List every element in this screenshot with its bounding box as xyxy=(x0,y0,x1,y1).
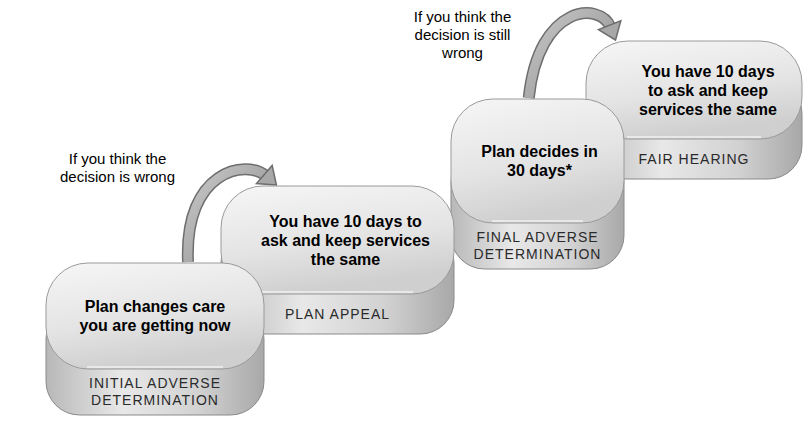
step-label: PLAN APPEAL xyxy=(242,306,433,323)
step-stone: Plan decides in 30 days* FINAL ADVERSE DE… xyxy=(450,98,625,270)
step-text: You have 10 days to ask and keep service… xyxy=(260,212,431,269)
stone-top xyxy=(221,186,454,294)
step-label: FINAL ADVERSE DETERMINATION xyxy=(472,229,603,263)
step-text: Plan changes care you are getting now xyxy=(71,297,239,335)
step-stone: Plan changes care you are getting nowINI… xyxy=(45,262,265,416)
step-text: Plan decides in 30 days* xyxy=(476,142,603,180)
step-label: INITIAL ADVERSE DETERMINATION xyxy=(67,375,243,409)
stone-edge xyxy=(87,366,223,368)
arrow-label: If you think the decision is wrong xyxy=(55,150,180,186)
arrow-label: If you think the decision is still wrong xyxy=(405,8,520,62)
step-text: You have 10 days to ask and keep service… xyxy=(633,62,783,119)
stone-edge xyxy=(492,220,583,222)
arrow-head xyxy=(598,21,620,40)
stone-edge xyxy=(627,136,761,138)
stone-edge xyxy=(262,291,413,293)
step-label: FAIR HEARING xyxy=(607,151,781,168)
stone-top xyxy=(586,41,802,139)
arrow-head xyxy=(256,165,276,185)
stone-top xyxy=(451,99,624,223)
stone-top xyxy=(46,263,264,369)
